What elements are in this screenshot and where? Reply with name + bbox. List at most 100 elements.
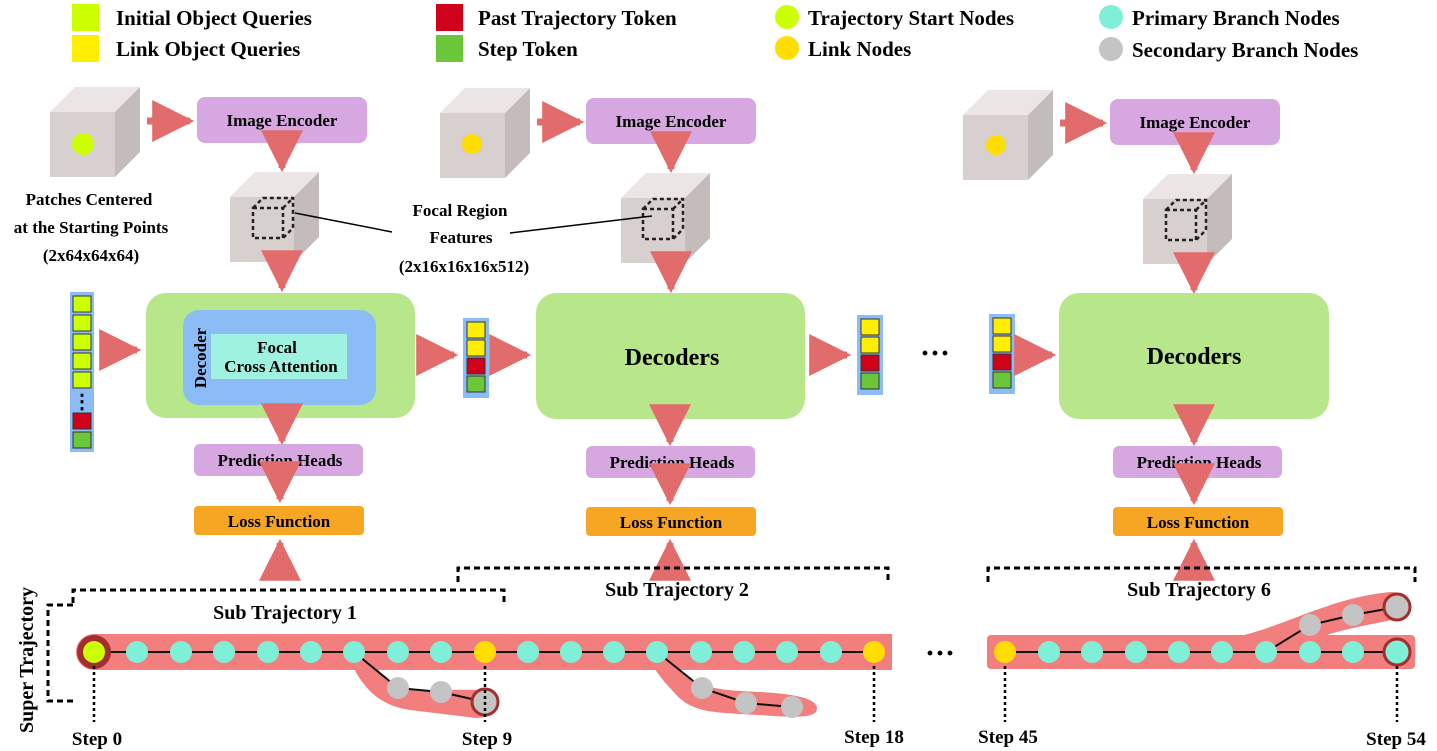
primary-node [1211, 641, 1233, 663]
link-query-token [992, 335, 1012, 353]
cube-front-face [230, 197, 294, 262]
primary-node [343, 641, 365, 663]
secondary-node-swatch-icon [1099, 37, 1123, 61]
step-label-54: Step 54 [1366, 729, 1426, 750]
image-encoder-3: Image Encoder [1110, 99, 1280, 145]
loss-function-label: Loss Function [620, 513, 723, 532]
query-stack-link-1 [463, 318, 489, 398]
prediction-heads-label: Prediction Heads [610, 453, 735, 472]
bracket-line [46, 603, 73, 703]
input-patch-cube-1 [50, 87, 140, 177]
trajectory-nodes [77, 592, 1412, 718]
legend-item-step-token: Step Token [436, 35, 578, 62]
initial-query-token [72, 371, 92, 389]
link-query-token [992, 317, 1012, 335]
link-node-icon [986, 135, 1006, 155]
image-encoder-label: Image Encoder [616, 112, 727, 131]
feature-to-decoder-arrows [261, 250, 1215, 295]
cube-top-face [1143, 174, 1232, 199]
patch-note-line-1: Patches Centered [26, 190, 153, 209]
decoder-vertical-label: Decoder [191, 327, 210, 388]
legend-label-step-token: Step Token [478, 37, 578, 61]
secondary-end-ring [1382, 592, 1412, 622]
secondary-node [1342, 604, 1364, 626]
input-patch-cube-2 [440, 88, 530, 178]
image-encoder-label: Image Encoder [1140, 113, 1251, 132]
past-trajectory-token [466, 357, 486, 375]
secondary-branch-band-1 [350, 658, 498, 718]
focal-feature-cube-1 [230, 172, 319, 262]
loss-function-box [586, 507, 756, 536]
stage-ellipsis: ··· [920, 337, 950, 370]
pointer-line [509, 215, 653, 234]
primary-node [1255, 641, 1277, 663]
legend-label-past-token: Past Trajectory Token [478, 6, 677, 30]
step-token [992, 371, 1012, 389]
loss-function-2: Loss Function [586, 507, 756, 536]
focal-region-icon [641, 197, 685, 241]
secondary-node [781, 696, 803, 718]
decoder-box [1059, 293, 1329, 419]
patch-note-line-3: (2x64x64x64) [43, 246, 139, 265]
link-node [994, 641, 1016, 663]
primary-node [300, 641, 322, 663]
legend-label-link-queries: Link Object Queries [116, 37, 300, 61]
bracket-line [456, 566, 890, 582]
primary-node [257, 641, 279, 663]
step-token [860, 372, 880, 390]
cube-top-face [230, 172, 319, 197]
decoder-block-1: Decoder Focal Cross Attention [146, 293, 415, 418]
link-node [863, 641, 885, 663]
query-ellipsis: ⋮ [72, 391, 92, 413]
primary-node [430, 641, 452, 663]
start-node-swatch-icon [775, 5, 799, 29]
sub-trajectory-label-1: Sub Trajectory 1 [213, 602, 357, 624]
decoder-to-heads-arrows [261, 403, 1215, 447]
start-node-icon [72, 133, 94, 155]
secondary-node [1299, 614, 1321, 636]
initial-query-token [72, 295, 92, 313]
image-encoder-label: Image Encoder [227, 111, 338, 130]
decoder-box [536, 293, 805, 419]
encoder-to-feature-arrows [261, 130, 1215, 175]
pointer-line [294, 212, 393, 233]
sub-trajectory-bracket-1: Sub Trajectory 1 [71, 588, 506, 624]
image-encoder-box [586, 98, 756, 144]
secondary-edge [656, 651, 793, 708]
primary-node [170, 641, 192, 663]
legend-item-primary-nodes: Primary Branch Nodes [1099, 5, 1340, 30]
loss-function-label: Loss Function [228, 512, 331, 531]
past-token-swatch-icon [436, 4, 463, 31]
trajectory-to-loss-arrows [259, 538, 1215, 581]
image-encoder-2: Image Encoder [586, 98, 756, 144]
focal-feature-cube-3 [1143, 174, 1232, 264]
secondary-node [735, 692, 757, 714]
primary-node [560, 641, 582, 663]
step-token [466, 375, 486, 393]
super-trajectory-bracket: Super Trajectory [16, 587, 73, 733]
cube-top-face [621, 173, 710, 198]
prediction-heads-1: Prediction Heads [194, 444, 363, 476]
query-stack-link-6 [989, 314, 1015, 394]
query-stack-initial: ⋮ [70, 292, 94, 452]
prediction-heads-box [194, 444, 363, 476]
input-patch-cube-3 [963, 90, 1053, 180]
cube-top-face [50, 87, 140, 112]
sub-trajectory-label-2: Sub Trajectory 2 [605, 579, 749, 601]
legend-item-link-queries: Link Object Queries [72, 35, 300, 62]
cube-front-face [1143, 199, 1207, 264]
decoder-label: Decoders [1147, 344, 1242, 370]
super-trajectory-label: Super Trajectory [16, 587, 38, 733]
initial-query-swatch-icon [72, 4, 99, 31]
loss-function-3: Loss Function [1113, 507, 1283, 536]
sub-trajectory-bracket-6: Sub Trajectory 6 [986, 566, 1417, 601]
cube-side-face [115, 87, 140, 177]
step-token [72, 431, 92, 449]
bracket-line [71, 588, 506, 603]
step-label-0: Step 0 [72, 729, 122, 750]
link-node [474, 641, 496, 663]
decoder-block-2: Decoders [536, 293, 805, 419]
primary-end-ring [1382, 637, 1412, 667]
focal-note-line-2: Features [430, 228, 493, 247]
prediction-heads-3: Prediction Heads [1113, 446, 1282, 478]
